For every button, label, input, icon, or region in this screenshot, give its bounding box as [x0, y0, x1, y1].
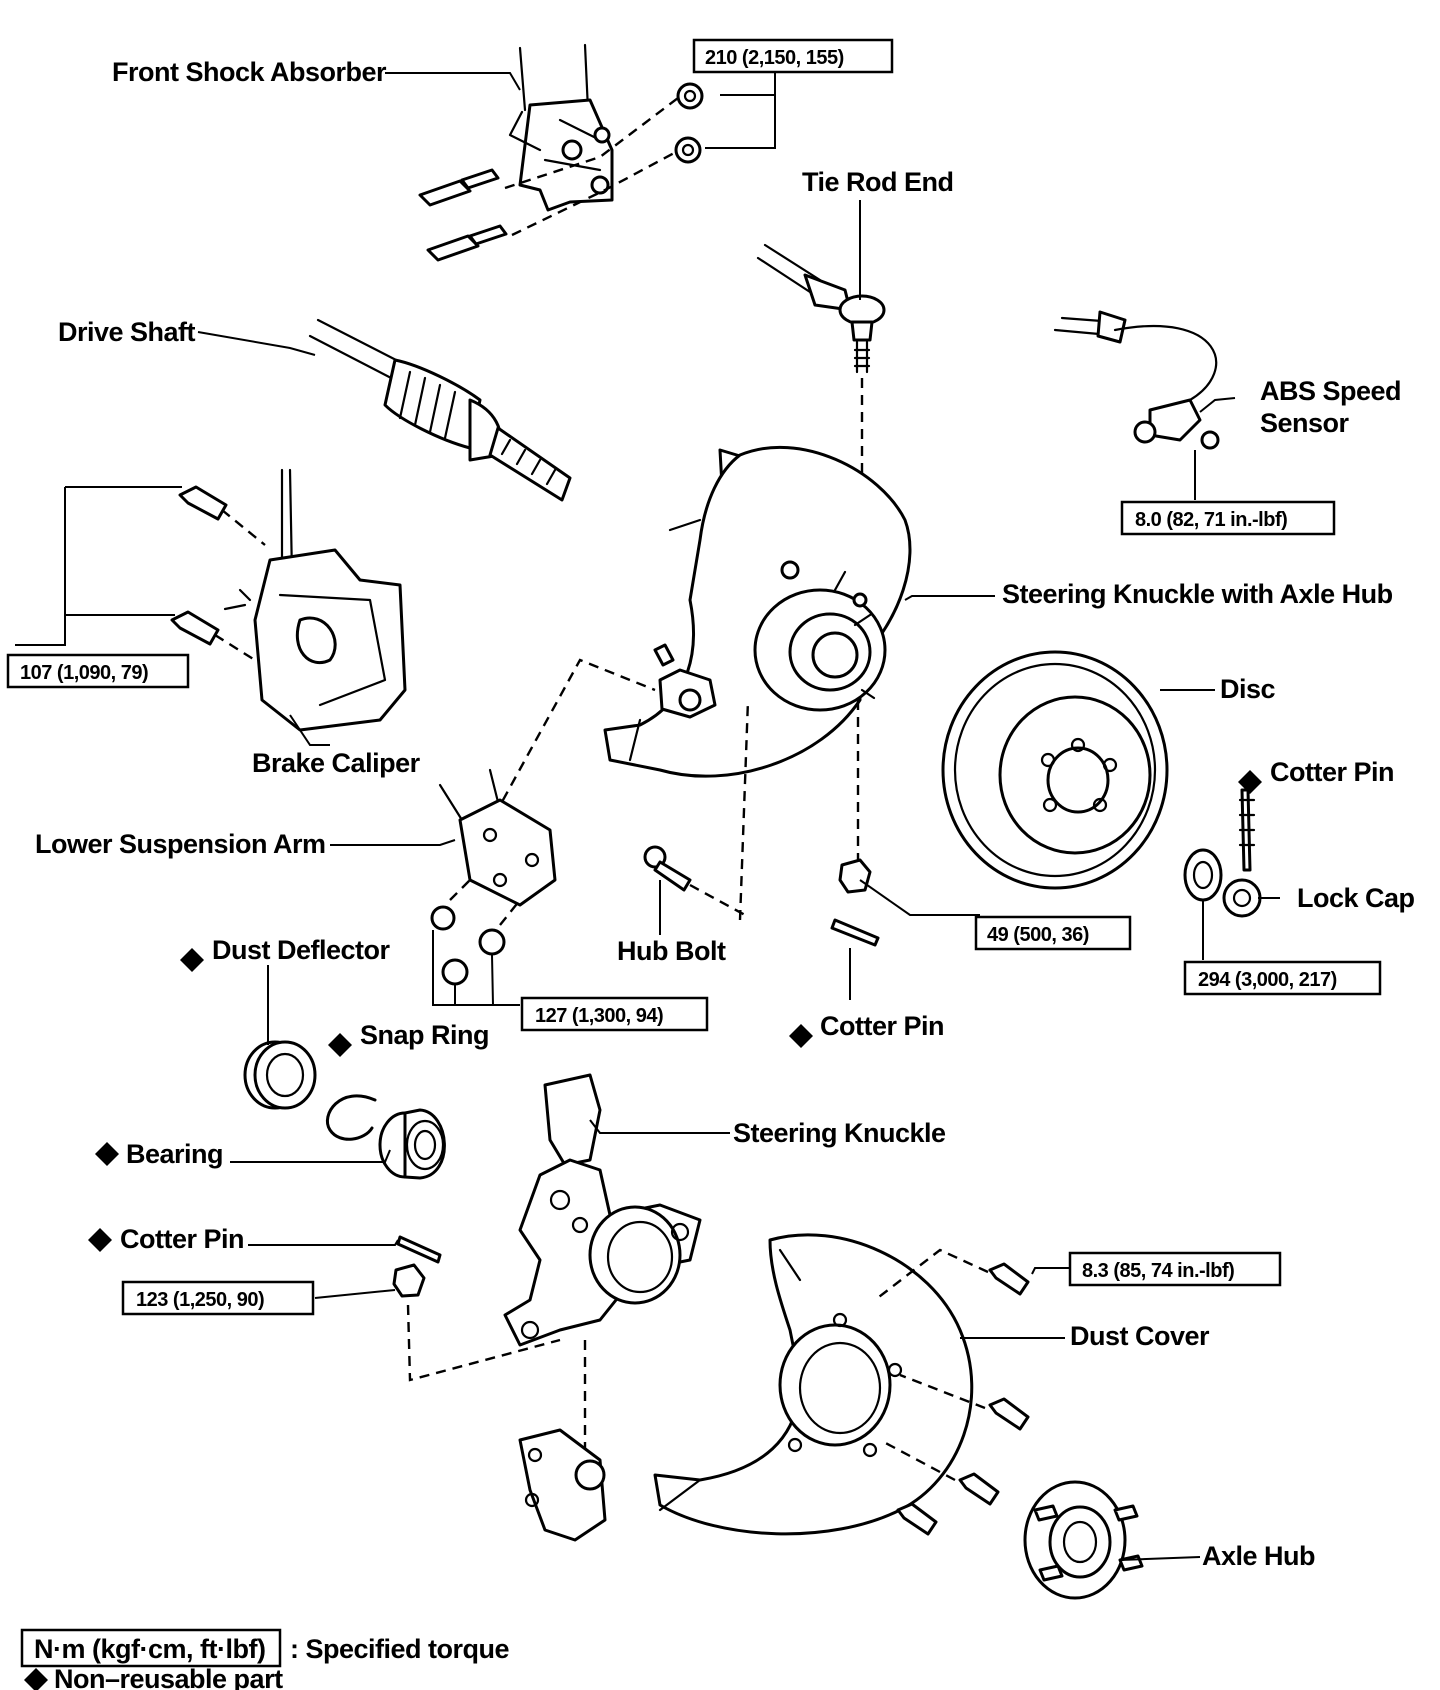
tie-rod-end-drawing: [756, 243, 886, 560]
label-brake-caliper: Brake Caliper: [252, 748, 421, 778]
legend-non-reusable: Non–reusable part: [54, 1664, 283, 1690]
hub-bolt-drawing: [643, 845, 746, 917]
label-cotter-pin-middle: Cotter Pin: [820, 1011, 944, 1041]
drive-shaft-drawing: [308, 318, 572, 502]
torque-value: 123 (1,250, 90): [136, 1289, 264, 1311]
dust-cover-drawing: [653, 1233, 1030, 1536]
axle-hub-drawing: [1023, 1480, 1144, 1600]
legend-unit-box: N·m (kgf·cm, ft·lbf): [34, 1634, 265, 1664]
axle-nut-set-drawing: [1183, 788, 1262, 918]
lower-ball-joint-drawing: [518, 1428, 607, 1542]
torque-box-abs-sensor: 8.0 (82, 71 in.-lbf): [1120, 500, 1336, 536]
label-hub-bolt: Hub Bolt: [617, 936, 726, 966]
torque-value: 49 (500, 36): [987, 924, 1089, 946]
cotter-pin-middle-drawing: [830, 918, 880, 947]
leader-lines: [15, 60, 1280, 1561]
bearing-drawing: [378, 1108, 446, 1180]
diamond-icon: [180, 948, 204, 972]
torque-value: 127 (1,300, 94): [535, 1005, 663, 1027]
torque-box-dust-cover: 8.3 (85, 74 in.-lbf): [1068, 1251, 1282, 1287]
label-tie-rod-end: Tie Rod End: [802, 167, 954, 197]
legend: N·m (kgf·cm, ft·lbf) : Specified torque …: [20, 1628, 510, 1690]
torque-box-ball-joint-nut: 123 (1,250, 90): [121, 1280, 315, 1316]
disc-drawing: [941, 650, 1169, 890]
abs-speed-sensor-drawing: [1053, 310, 1220, 450]
label-abs-speed-sensor-2: Sensor: [1260, 408, 1350, 438]
label-abs-speed-sensor-1: ABS Speed: [1260, 376, 1401, 406]
torque-box-tie-rod-nut: 49 (500, 36): [974, 915, 1132, 951]
torque-value: 8.3 (85, 74 in.-lbf): [1082, 1260, 1234, 1282]
diamond-icon: [1238, 770, 1262, 794]
torque-box-lower-arm: 127 (1,300, 94): [520, 996, 709, 1032]
legend-unit-desc: : Specified torque: [290, 1634, 510, 1664]
label-steering-knuckle: Steering Knuckle: [733, 1118, 946, 1148]
label-steering-knuckle-with-axle-hub: Steering Knuckle with Axle Hub: [1002, 579, 1393, 609]
torque-value: 8.0 (82, 71 in.-lbf): [1135, 509, 1287, 531]
label-cotter-pin-right: Cotter Pin: [1270, 757, 1394, 787]
castle-nut-drawing: [838, 858, 872, 894]
label-bearing: Bearing: [126, 1139, 223, 1169]
steering-knuckle-drawing: [503, 1073, 702, 1450]
label-cotter-pin-lower: Cotter Pin: [120, 1224, 244, 1254]
torque-box-axle-nut: 294 (3,000, 217): [1183, 960, 1382, 996]
label-lower-suspension-arm: Lower Suspension Arm: [35, 829, 326, 859]
snap-ring-drawing: [325, 1094, 377, 1141]
label-axle-hub: Axle Hub: [1202, 1541, 1315, 1571]
dust-deflector-drawing: [243, 1040, 317, 1110]
torque-value: 107 (1,090, 79): [20, 662, 148, 684]
label-disc: Disc: [1220, 674, 1276, 704]
torque-box-caliper: 107 (1,090, 79): [6, 653, 190, 689]
diamond-icon: [24, 1668, 48, 1690]
label-dust-deflector: Dust Deflector: [212, 935, 391, 965]
diamond-icon: [328, 1033, 352, 1057]
front-shock-absorber-drawing: [418, 43, 704, 262]
torque-value: 210 (2,150, 155): [705, 47, 844, 69]
label-snap-ring: Snap Ring: [360, 1020, 489, 1050]
steering-knuckle-with-axle-hub-drawing: [468, 445, 912, 921]
label-lock-cap: Lock Cap: [1297, 883, 1415, 913]
diamond-icon: [789, 1024, 813, 1048]
label-drive-shaft: Drive Shaft: [58, 317, 196, 347]
brake-caliper-drawing: [170, 468, 407, 732]
diamond-icon: [88, 1228, 112, 1252]
lower-cotter-pin-drawing: [392, 1235, 561, 1382]
label-front-shock-absorber: Front Shock Absorber: [112, 57, 387, 87]
torque-box-shock-bolts: 210 (2,150, 155): [692, 38, 894, 74]
label-dust-cover: Dust Cover: [1070, 1321, 1210, 1351]
lower-suspension-arm-drawing: [430, 768, 557, 986]
diamond-icon: [95, 1142, 119, 1166]
torque-value: 294 (3,000, 217): [1198, 969, 1337, 991]
